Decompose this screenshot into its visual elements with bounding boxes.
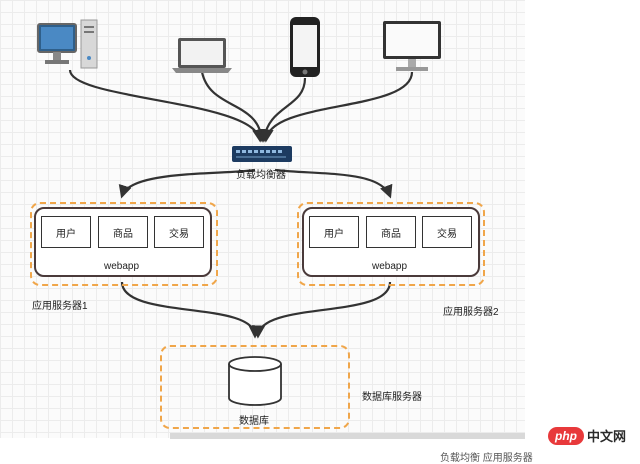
webapp-label-1: webapp [104, 261, 140, 272]
app-server-2-group [297, 202, 485, 286]
link-desktop-lb [68, 69, 266, 143]
webapp-label-2: webapp [372, 261, 408, 272]
bottom-scrollbar [170, 433, 525, 439]
link-lb-server1 [118, 168, 256, 199]
load-balancer-label: 负载均衡器 [236, 170, 286, 181]
link-lb-server2 [274, 168, 393, 199]
db-server-group [160, 345, 350, 429]
switch-icon [232, 146, 292, 162]
app-server-1-caption: 应用服务器1 [32, 301, 88, 312]
app-server-2-caption: 应用服务器2 [443, 307, 499, 318]
desktop-pc-icon [37, 19, 98, 69]
watermark-text: 中文网 [587, 429, 627, 444]
module-product: 商品 [366, 216, 416, 248]
app-server-1-group [30, 202, 218, 286]
smartphone-icon [290, 17, 320, 77]
database-icon [228, 356, 282, 406]
link-monitor-lb [260, 71, 414, 143]
cut-off-caption: 负载均衡 应用服务器 [440, 453, 533, 464]
module-user: 用户 [41, 216, 91, 248]
module-trade: 交易 [422, 216, 472, 248]
watermark: php 中文网 [548, 426, 626, 445]
link-server1-db [120, 281, 262, 339]
module-product: 商品 [98, 216, 148, 248]
link-server2-db [252, 281, 392, 339]
db-server-caption: 数据库服务器 [362, 392, 422, 403]
laptop-icon [172, 38, 232, 73]
database-label: 数据库 [239, 416, 269, 427]
link-laptop-lb [200, 71, 268, 143]
module-trade: 交易 [154, 216, 204, 248]
module-user: 用户 [309, 216, 359, 248]
monitor-icon [383, 21, 441, 71]
watermark-logo: php [548, 426, 584, 445]
